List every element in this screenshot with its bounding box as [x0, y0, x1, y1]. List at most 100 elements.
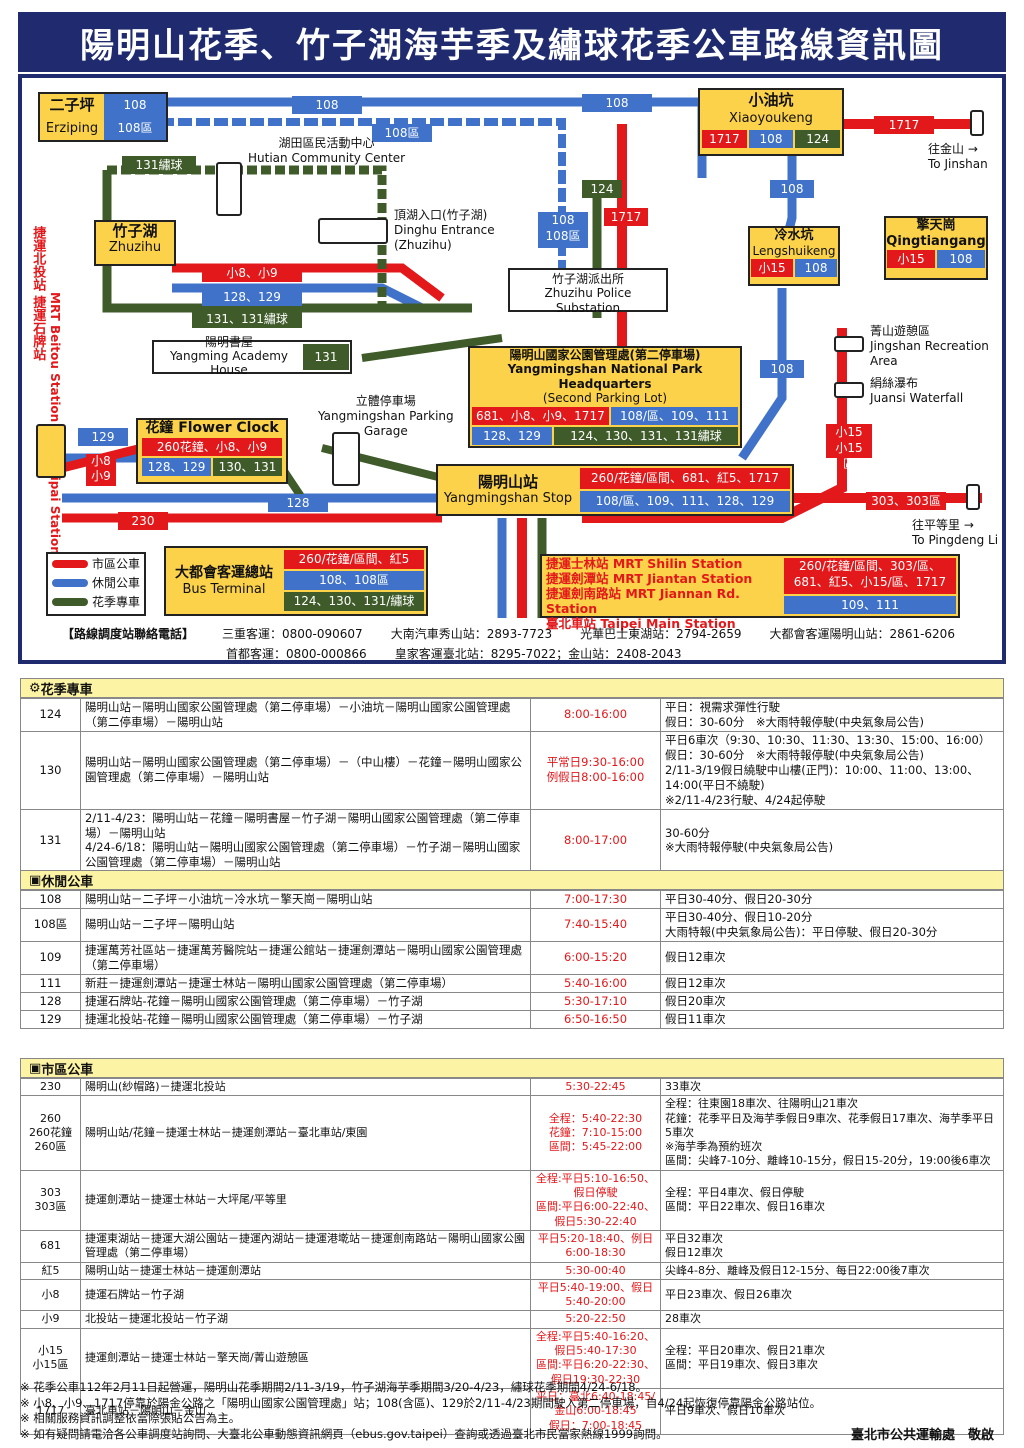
contact-danan: 大南汽車秀山站：2893-7723 — [390, 626, 553, 641]
tag-128-129: 128、129 — [202, 288, 302, 306]
terminal-zh: 大都會客運總站 — [175, 564, 273, 581]
tag-131x: 131繡球 — [122, 156, 196, 174]
route-note: 平日30-40分、假日20-30分 — [660, 890, 1004, 909]
route-note: 平日32車次 假日12車次 — [660, 1229, 1004, 1263]
terminal-en: Bus Terminal — [182, 581, 266, 597]
terminal-tag-blue: 108、108區 — [284, 571, 424, 590]
route-note: 尖峰4-8分、離峰及假日12-15分、每日22:00後7車次 — [660, 1261, 1004, 1280]
route-time: 6:00-15:20 — [530, 940, 661, 975]
route-time: 5:30-00:40 — [530, 1261, 661, 1280]
route-number: 1717 — [20, 1387, 81, 1435]
flowerclock-tag-red: 260花鐘、小8、小9 — [142, 437, 282, 456]
legend-city: 市區公車 — [48, 554, 144, 573]
stop-erziping: 二子坪 108 Erziping 108區 — [38, 92, 168, 142]
tag-1717-b: 1717 — [604, 208, 648, 226]
route-time: 平日：臺北6:40-18:45/金山6:00-18:45 假日：7:00-18:… — [530, 1387, 661, 1435]
lengshuikeng-tag-x15: 小15 — [751, 258, 793, 277]
hq-tag-red: 681、小8、小9、1717 — [472, 406, 609, 425]
route-time: 平常日9:30-16:00 例假日8:00-16:00 — [530, 730, 661, 810]
route-time: 5:40-16:00 — [530, 973, 661, 993]
mrt-taipei: 臺北車站 Taipei Main Station — [546, 616, 736, 631]
stop-dinghu-marker — [318, 218, 388, 244]
flowerclock-tag-blue: 128、129 — [142, 457, 211, 476]
tag-124: 124 — [582, 180, 622, 198]
stop-jinshan-marker — [970, 110, 984, 136]
route-time: 全程:平日5:10-16:50、假日停駛 區間:平日6:00-22:40、假日5… — [530, 1169, 661, 1231]
flowerclock-en: Flower Clock — [178, 420, 279, 436]
route-time: 8:00-17:00 — [530, 808, 661, 873]
route-note: 平日30-40分、假日10-20分 大雨特報(中央氣象局公告)：平日停駛、假日2… — [660, 907, 1004, 942]
ymsstop-en: Yangmingshan Stop — [443, 491, 573, 507]
route-number: 129 — [20, 1009, 81, 1029]
route-note: 平日：視需求彈性行駛 假日：30-60分 ※大雨特報停駛(中央氣象局公告) — [660, 698, 1004, 732]
flowerclock-zh: 花鐘 — [145, 420, 174, 436]
route-path: 捷運石牌站-花鐘－陽明山國家公園管理處（第二停車場）－竹子湖 — [80, 991, 531, 1011]
route-time: 5:30-17:10 — [530, 991, 661, 1011]
zhuzihu-zh: 竹子湖 — [112, 222, 158, 240]
lengshuikeng-zh: 冷水坑 — [774, 228, 814, 243]
tag-129: 129 — [78, 428, 128, 446]
route-path: 捷運劍潭站－捷運士林站－擎天崗/菁山遊憩區 — [80, 1327, 531, 1389]
academy-en: Yangming Academy House — [169, 349, 289, 377]
erziping-zh: 二子坪 — [49, 96, 95, 114]
tag-131: 131、131繡球 — [192, 310, 302, 328]
label-dinghu: 頂湖入口(竹子湖)Dinghu Entrance(Zhuzihu) — [394, 208, 495, 252]
footnote-2: ※ 小8、小9、1717停靠於陽金公路之「陽明山國家公園管理處」站；108(含區… — [20, 1395, 822, 1410]
stop-police: 竹子湖派出所 Zhuzihu Police Substation — [508, 268, 668, 315]
city-section-head: ▣ 市區公車 — [20, 1058, 1004, 1078]
flower-section-head: ⚙ 花季專車 — [20, 678, 1004, 698]
tag-108-b: 108 — [582, 94, 652, 112]
route-note: 全程：平日4車次、假日停駛 區間：平日22車次、假日16車次 — [660, 1169, 1004, 1231]
route-path: 捷運北投站-花鐘－陽明山國家公園管理處（第二停車場）－竹子湖 — [80, 1009, 531, 1029]
label-beitou-zh: 捷運北投站 捷運石牌站 — [30, 226, 46, 361]
route-number: 303 303區 — [20, 1169, 81, 1231]
route-time: 5:30-22:45 — [530, 1077, 661, 1097]
contacts-head: 【路線調度站聯絡電話】 — [62, 626, 195, 641]
erziping-tag-108q: 108區 — [104, 117, 166, 140]
route-path: 捷運東湖站－捷運大湖公園站－捷運內湖站－捷運港墘站－捷運劍南路站－陽明山國家公園… — [80, 1229, 531, 1263]
terminal-tag-red: 260/花鐘/區間、紅5 — [284, 550, 424, 569]
label-pingdeng: 往平等里 →To Pingdeng Li — [912, 518, 999, 547]
route-time: 6:50-16:50 — [530, 1009, 661, 1029]
tag-108-c: 108 — [770, 180, 814, 198]
stop-mrt: 捷運士林站 MRT Shilin Station 捷運劍潭站 MRT Jiant… — [540, 554, 960, 631]
ymsstop-tag-red: 260/花鐘/區間、681、紅5、1717 — [580, 468, 790, 489]
legend-flower: 花季專車 — [48, 592, 144, 611]
police-en: Zhuzihu Police Substation — [544, 286, 632, 315]
tag-303: 303、303區 — [866, 492, 946, 510]
route-time: 5:20-22:50 — [530, 1310, 661, 1329]
route-time: 平日5:20-18:40、例日6:00-18:30 — [530, 1229, 661, 1263]
stop-jingshan-marker — [834, 336, 864, 352]
route-path: 陽明山站－陽明山國家公園管理處（第二停車場）－小油坑－陽明山國家公園管理處（第二… — [80, 698, 531, 732]
qingtiangang-tag-108: 108 — [937, 250, 985, 269]
academy-tag-131: 131 — [303, 344, 349, 370]
stop-lengshuikeng: 冷水坑 Lengshuikeng 小15 108 — [748, 226, 840, 286]
hq-zh: 陽明山國家公園管理處(第二停車場) — [509, 348, 701, 362]
route-path: 陽明山站－捷運士林站－捷運劍潭站 — [80, 1261, 531, 1280]
route-number: 小9 — [20, 1310, 81, 1329]
stop-flowerclock: 花鐘 Flower Clock 260花鐘、小8、小9 128、129 130、… — [136, 418, 288, 484]
hq-tag-blue: 108/區、109、111 — [610, 406, 738, 425]
route-131x — [107, 165, 387, 308]
route-note: 假日12車次 — [660, 940, 1004, 975]
tag-108-a: 108 — [292, 96, 362, 114]
route-number: 128 — [20, 991, 81, 1011]
xiaoyoukeng-zh: 小油坑 — [748, 91, 794, 109]
route-time: 7:00-17:30 — [530, 890, 661, 909]
page-title: 陽明山花季、竹子湖海芋季及繡球花季公車路線資訊圖 — [18, 12, 1006, 72]
contact-metro: 大都會客運陽明山站：2861-6206 — [769, 626, 955, 641]
route-number: 109 — [20, 940, 81, 975]
route-note: 平日9車次、假日10車次 — [660, 1387, 1004, 1435]
route-note: 全程：往東園18車次、往陽明山21車次 花鐘：花季平日及海芋季假日9車次、花季假… — [660, 1095, 1004, 1171]
tag-1717-a: 1717 — [874, 116, 934, 134]
